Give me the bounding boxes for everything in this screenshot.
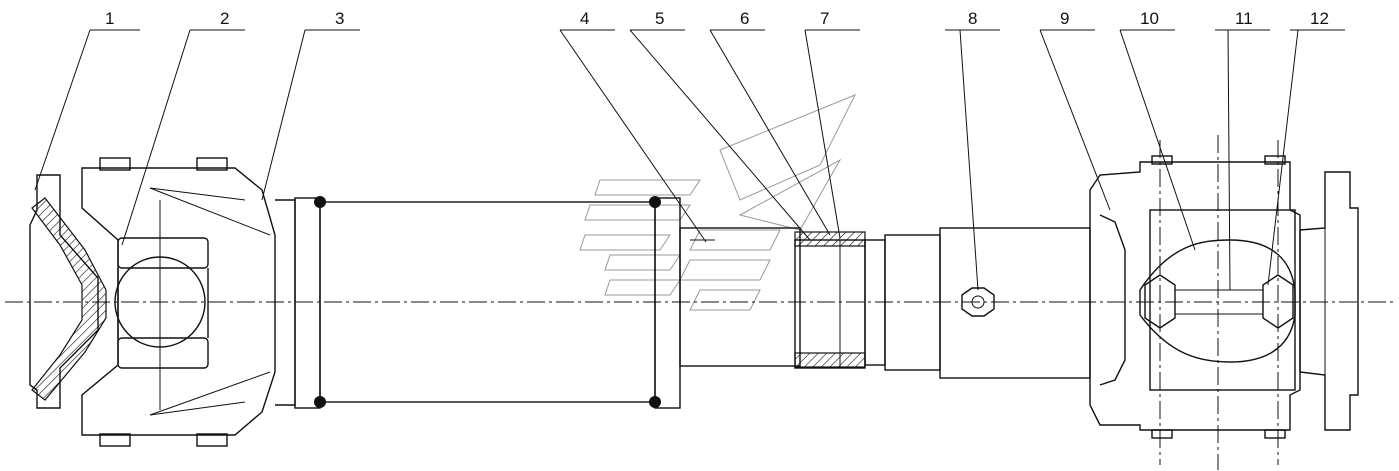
- callout-7: 7: [820, 9, 829, 28]
- callout-1: 1: [105, 9, 114, 28]
- callout-10: 10: [1140, 9, 1159, 28]
- callout-9: 9: [1060, 9, 1069, 28]
- callout-labels: 1 2 3 4 5 6 7 8 9 10 11 12: [105, 9, 1329, 28]
- callout-6: 6: [740, 9, 749, 28]
- callout-12: 12: [1310, 9, 1329, 28]
- leader-lines: [34, 29, 1345, 291]
- spline-shaft: [679, 227, 801, 367]
- callout-4: 4: [580, 9, 589, 28]
- slip-yoke: [884, 227, 1091, 379]
- right-universal-joint: [1089, 135, 1301, 470]
- right-flange: [1299, 171, 1359, 431]
- callout-5: 5: [655, 9, 664, 28]
- callout-11: 11: [1235, 9, 1253, 28]
- left-universal-joint: [81, 157, 276, 447]
- shaft-tube: [314, 196, 681, 409]
- yoke-neck: [275, 197, 321, 409]
- callout-8: 8: [968, 9, 977, 28]
- seal-assembly: [794, 231, 886, 369]
- left-flange: [29, 174, 107, 409]
- callout-2: 2: [220, 9, 229, 28]
- callout-3: 3: [335, 9, 344, 28]
